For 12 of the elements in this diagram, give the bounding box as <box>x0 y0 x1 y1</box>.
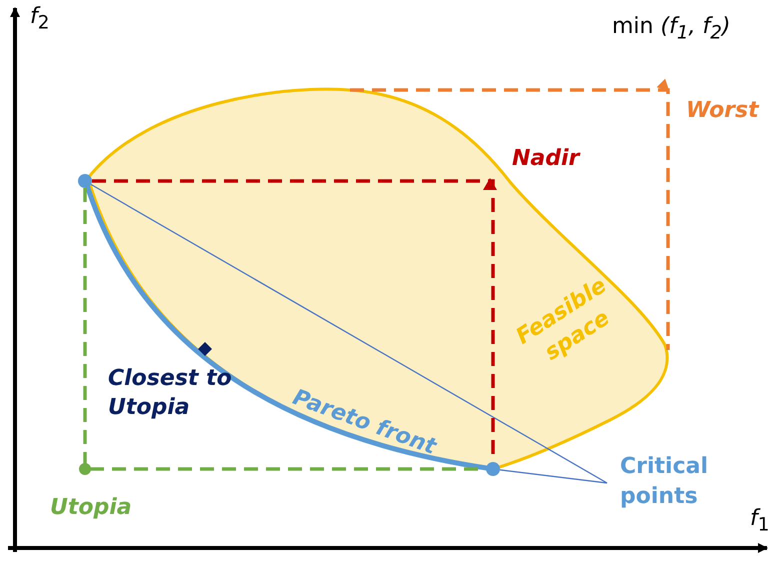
critical-point-dot <box>78 174 92 188</box>
worst-label: Worst <box>686 98 759 123</box>
nadir-label: Nadir <box>512 146 580 171</box>
critical-point-dot <box>486 462 500 476</box>
closest-label: Closest to Utopia <box>108 365 233 422</box>
leader-line <box>500 469 608 484</box>
critical-points-label: Critical points <box>620 452 730 512</box>
problem-label: min (f$_{1}$, f$_{2}$) <box>612 14 730 44</box>
axis-label: f$_{1}$ <box>750 506 770 536</box>
utopia-label: Utopia <box>50 495 132 520</box>
leader-line <box>90 184 608 484</box>
axis-label: f$_{2}$ <box>30 4 50 34</box>
